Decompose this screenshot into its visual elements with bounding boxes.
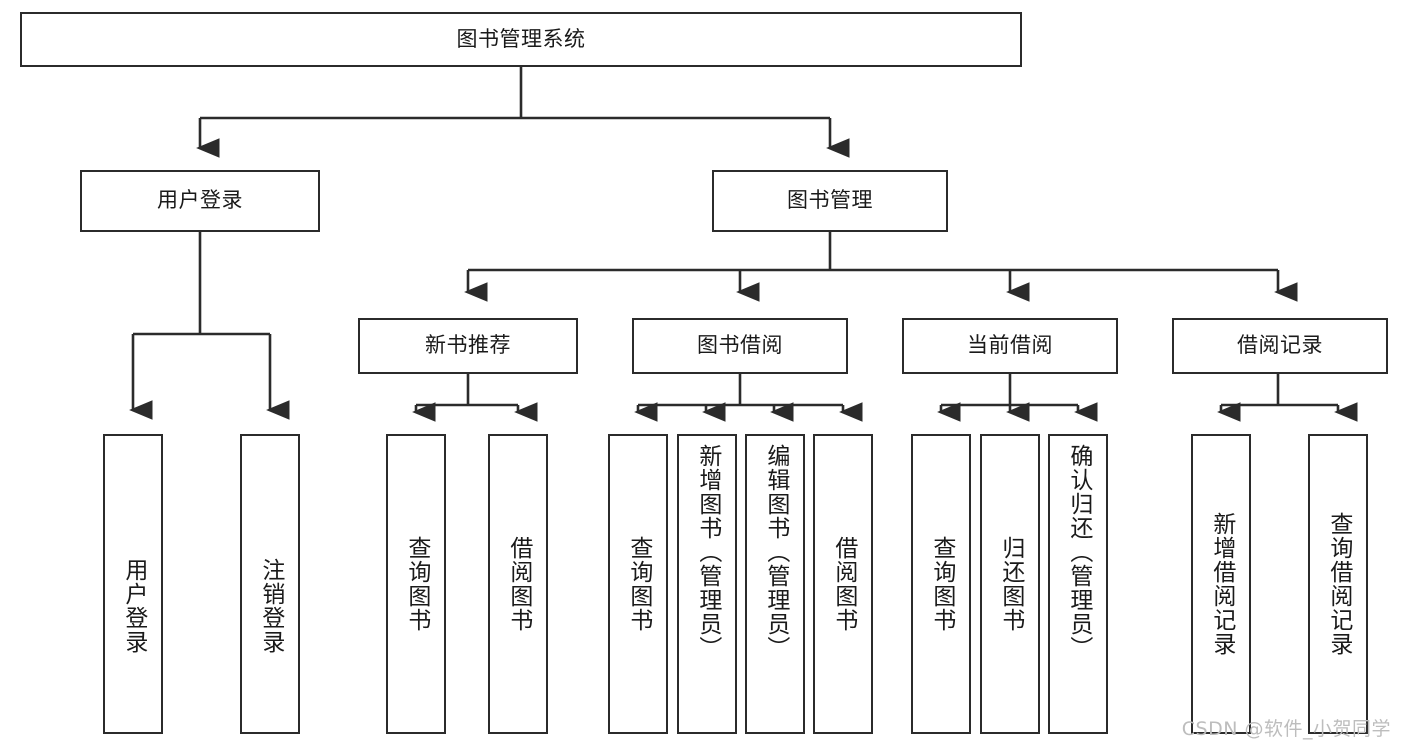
leaf-query-book-2[interactable]: 查询图书 <box>608 434 668 734</box>
node-label: 新增借阅记录 <box>1208 512 1235 656</box>
node-label: 查询借阅记录 <box>1325 512 1352 656</box>
leaf-query-book-3[interactable]: 查询图书 <box>911 434 971 734</box>
node-label: 查询图书 <box>625 536 652 632</box>
node-new-book-recommend[interactable]: 新书推荐 <box>358 318 578 374</box>
node-label: 当前借阅 <box>967 333 1053 358</box>
edge-newbook-to-leaves <box>412 374 538 422</box>
node-label: 新书推荐 <box>425 333 511 358</box>
leaf-return-book[interactable]: 归还图书 <box>980 434 1040 734</box>
edge-borrowrecord-to-leaves <box>1217 374 1358 422</box>
edge-root-to-level2 <box>196 67 850 158</box>
node-book-borrow[interactable]: 图书借阅 <box>632 318 848 374</box>
leaf-user-login[interactable]: 用户登录 <box>103 434 163 734</box>
node-label: 图书借阅 <box>697 333 783 358</box>
node-label: 借阅图书 <box>830 536 857 632</box>
node-borrow-record[interactable]: 借阅记录 <box>1172 318 1388 374</box>
node-root-system[interactable]: 图书管理系统 <box>20 12 1022 67</box>
edge-userlogin-to-leaves <box>129 232 290 420</box>
node-label: 借阅图书 <box>505 536 532 632</box>
node-label: 归还图书 <box>997 536 1024 632</box>
leaf-logout-login[interactable]: 注销登录 <box>240 434 300 734</box>
leaf-add-record[interactable]: 新增借阅记录 <box>1191 434 1251 734</box>
leaf-add-book[interactable]: 新增图书（管理员） <box>677 434 737 734</box>
edge-bookmanage-to-level3 <box>464 232 1298 302</box>
node-label: 新增图书（管理员） <box>694 444 721 660</box>
node-label: 编辑图书（管理员） <box>762 444 789 660</box>
node-label: 图书管理 <box>787 188 873 213</box>
node-book-manage[interactable]: 图书管理 <box>712 170 948 232</box>
edge-currentborrow-to-leaves <box>937 374 1098 422</box>
leaf-borrow-book-1[interactable]: 借阅图书 <box>488 434 548 734</box>
leaf-confirm-return[interactable]: 确认归还（管理员） <box>1048 434 1108 734</box>
node-label: 注销登录 <box>257 558 284 654</box>
node-current-borrow[interactable]: 当前借阅 <box>902 318 1118 374</box>
leaf-query-record[interactable]: 查询借阅记录 <box>1308 434 1368 734</box>
leaf-query-book-1[interactable]: 查询图书 <box>386 434 446 734</box>
leaf-borrow-book-2[interactable]: 借阅图书 <box>813 434 873 734</box>
node-label: 用户登录 <box>120 558 147 654</box>
node-label: 查询图书 <box>928 536 955 632</box>
edge-bookborrow-to-leaves <box>634 374 863 422</box>
node-user-login[interactable]: 用户登录 <box>80 170 320 232</box>
node-label: 查询图书 <box>403 536 430 632</box>
leaf-edit-book[interactable]: 编辑图书（管理员） <box>745 434 805 734</box>
node-label: 借阅记录 <box>1237 333 1323 358</box>
node-label: 确认归还（管理员） <box>1065 444 1092 660</box>
node-label: 图书管理系统 <box>456 26 586 51</box>
node-label: 用户登录 <box>157 188 243 213</box>
